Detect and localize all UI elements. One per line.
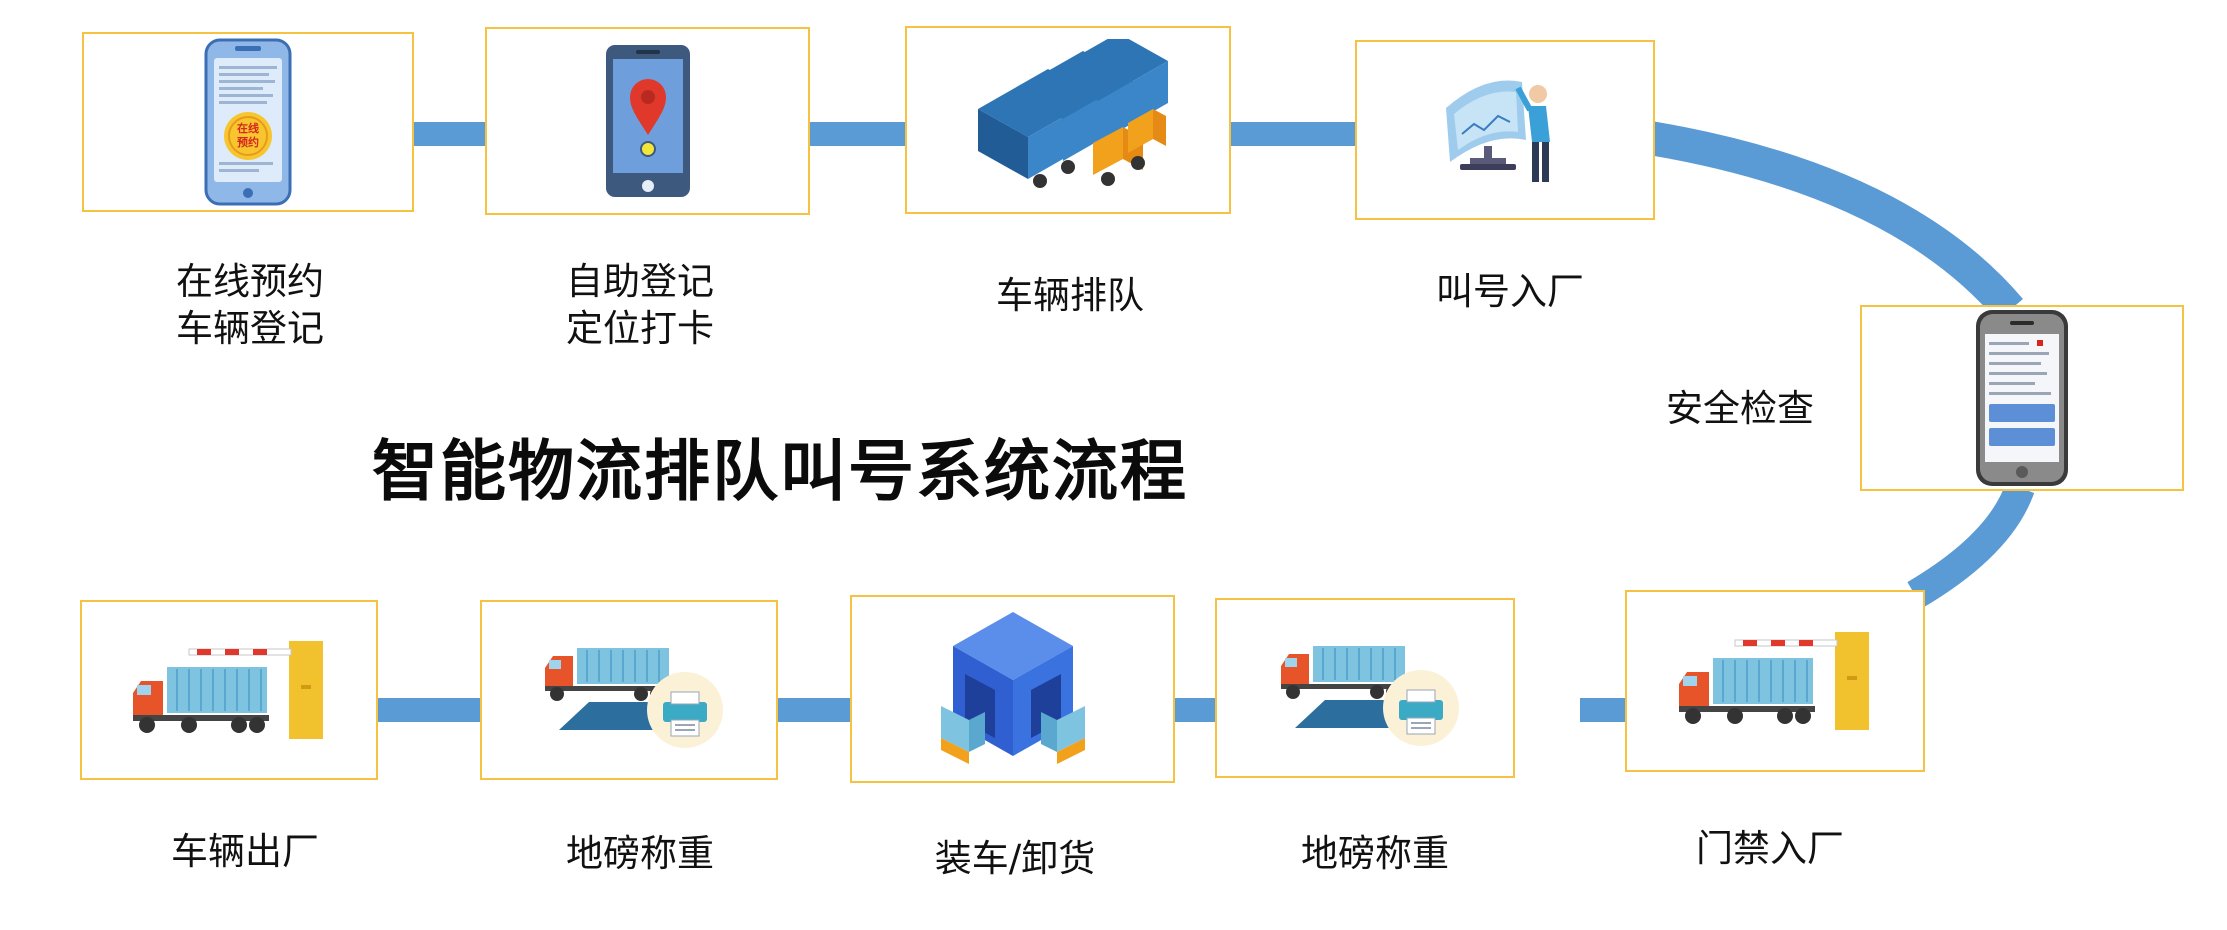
step-label-online-booking: 在线预约 车辆登记 xyxy=(176,260,324,350)
step-label-weighbridge-2: 地磅称重 xyxy=(566,832,714,875)
connector-2-3 xyxy=(805,122,905,146)
svg-text:在线: 在线 xyxy=(237,121,259,135)
step-label-vehicle-exit: 车辆出厂 xyxy=(171,830,319,873)
svg-text:预约: 预约 xyxy=(237,135,259,149)
step-box-safety-check xyxy=(1860,305,2184,491)
step-box-self-registration xyxy=(485,27,810,215)
step-label-self-registration: 自助登记 定位打卡 xyxy=(566,260,714,350)
connector-1-2 xyxy=(410,122,485,146)
step-label-loading-unloading: 装车/卸货 xyxy=(934,837,1096,880)
connector-6-7 xyxy=(1580,698,1625,722)
step-label-safety-check: 安全检查 xyxy=(1666,387,1814,430)
step-box-vehicle-queue xyxy=(905,26,1231,214)
connector-9-10 xyxy=(375,698,480,722)
step-box-vehicle-exit xyxy=(80,600,378,780)
gate-exit-truck-icon xyxy=(133,641,323,739)
connector-3-4 xyxy=(1225,122,1355,146)
step-box-loading-unloading xyxy=(850,595,1175,783)
weighbridge-icon xyxy=(1281,646,1459,746)
trucks-queue-icon xyxy=(978,39,1168,188)
step-label-vehicle-queue: 车辆排队 xyxy=(996,274,1144,317)
gate-entry-truck-icon xyxy=(1679,632,1869,730)
call-number-screen-icon xyxy=(1446,80,1550,182)
step-label-gate-entry: 门禁入厂 xyxy=(1696,827,1844,870)
step-label-weighbridge-1: 地磅称重 xyxy=(1301,832,1449,875)
phone-location-icon xyxy=(605,45,690,197)
phone-booking-icon: 在线 预约 xyxy=(204,38,292,206)
diagram-title: 智能物流排队叫号系统流程 xyxy=(372,433,1188,510)
step-label-call-entry: 叫号入厂 xyxy=(1436,270,1584,313)
step-box-weighbridge-1 xyxy=(1215,598,1515,778)
connector-7-8 xyxy=(1170,698,1220,722)
step-box-gate-entry xyxy=(1625,590,1925,772)
step-box-online-booking: 在线 预约 xyxy=(82,32,414,212)
safety-check-phone-icon xyxy=(1976,310,2068,486)
connector-8-9 xyxy=(775,698,855,722)
step-box-weighbridge-2 xyxy=(480,600,778,780)
connector-4-5-arc xyxy=(1647,121,2023,322)
warehouse-loading-icon xyxy=(940,612,1085,764)
step-box-call-entry xyxy=(1355,40,1655,220)
connector-5-6-arc xyxy=(1907,482,2035,608)
weighbridge-icon xyxy=(545,648,723,748)
